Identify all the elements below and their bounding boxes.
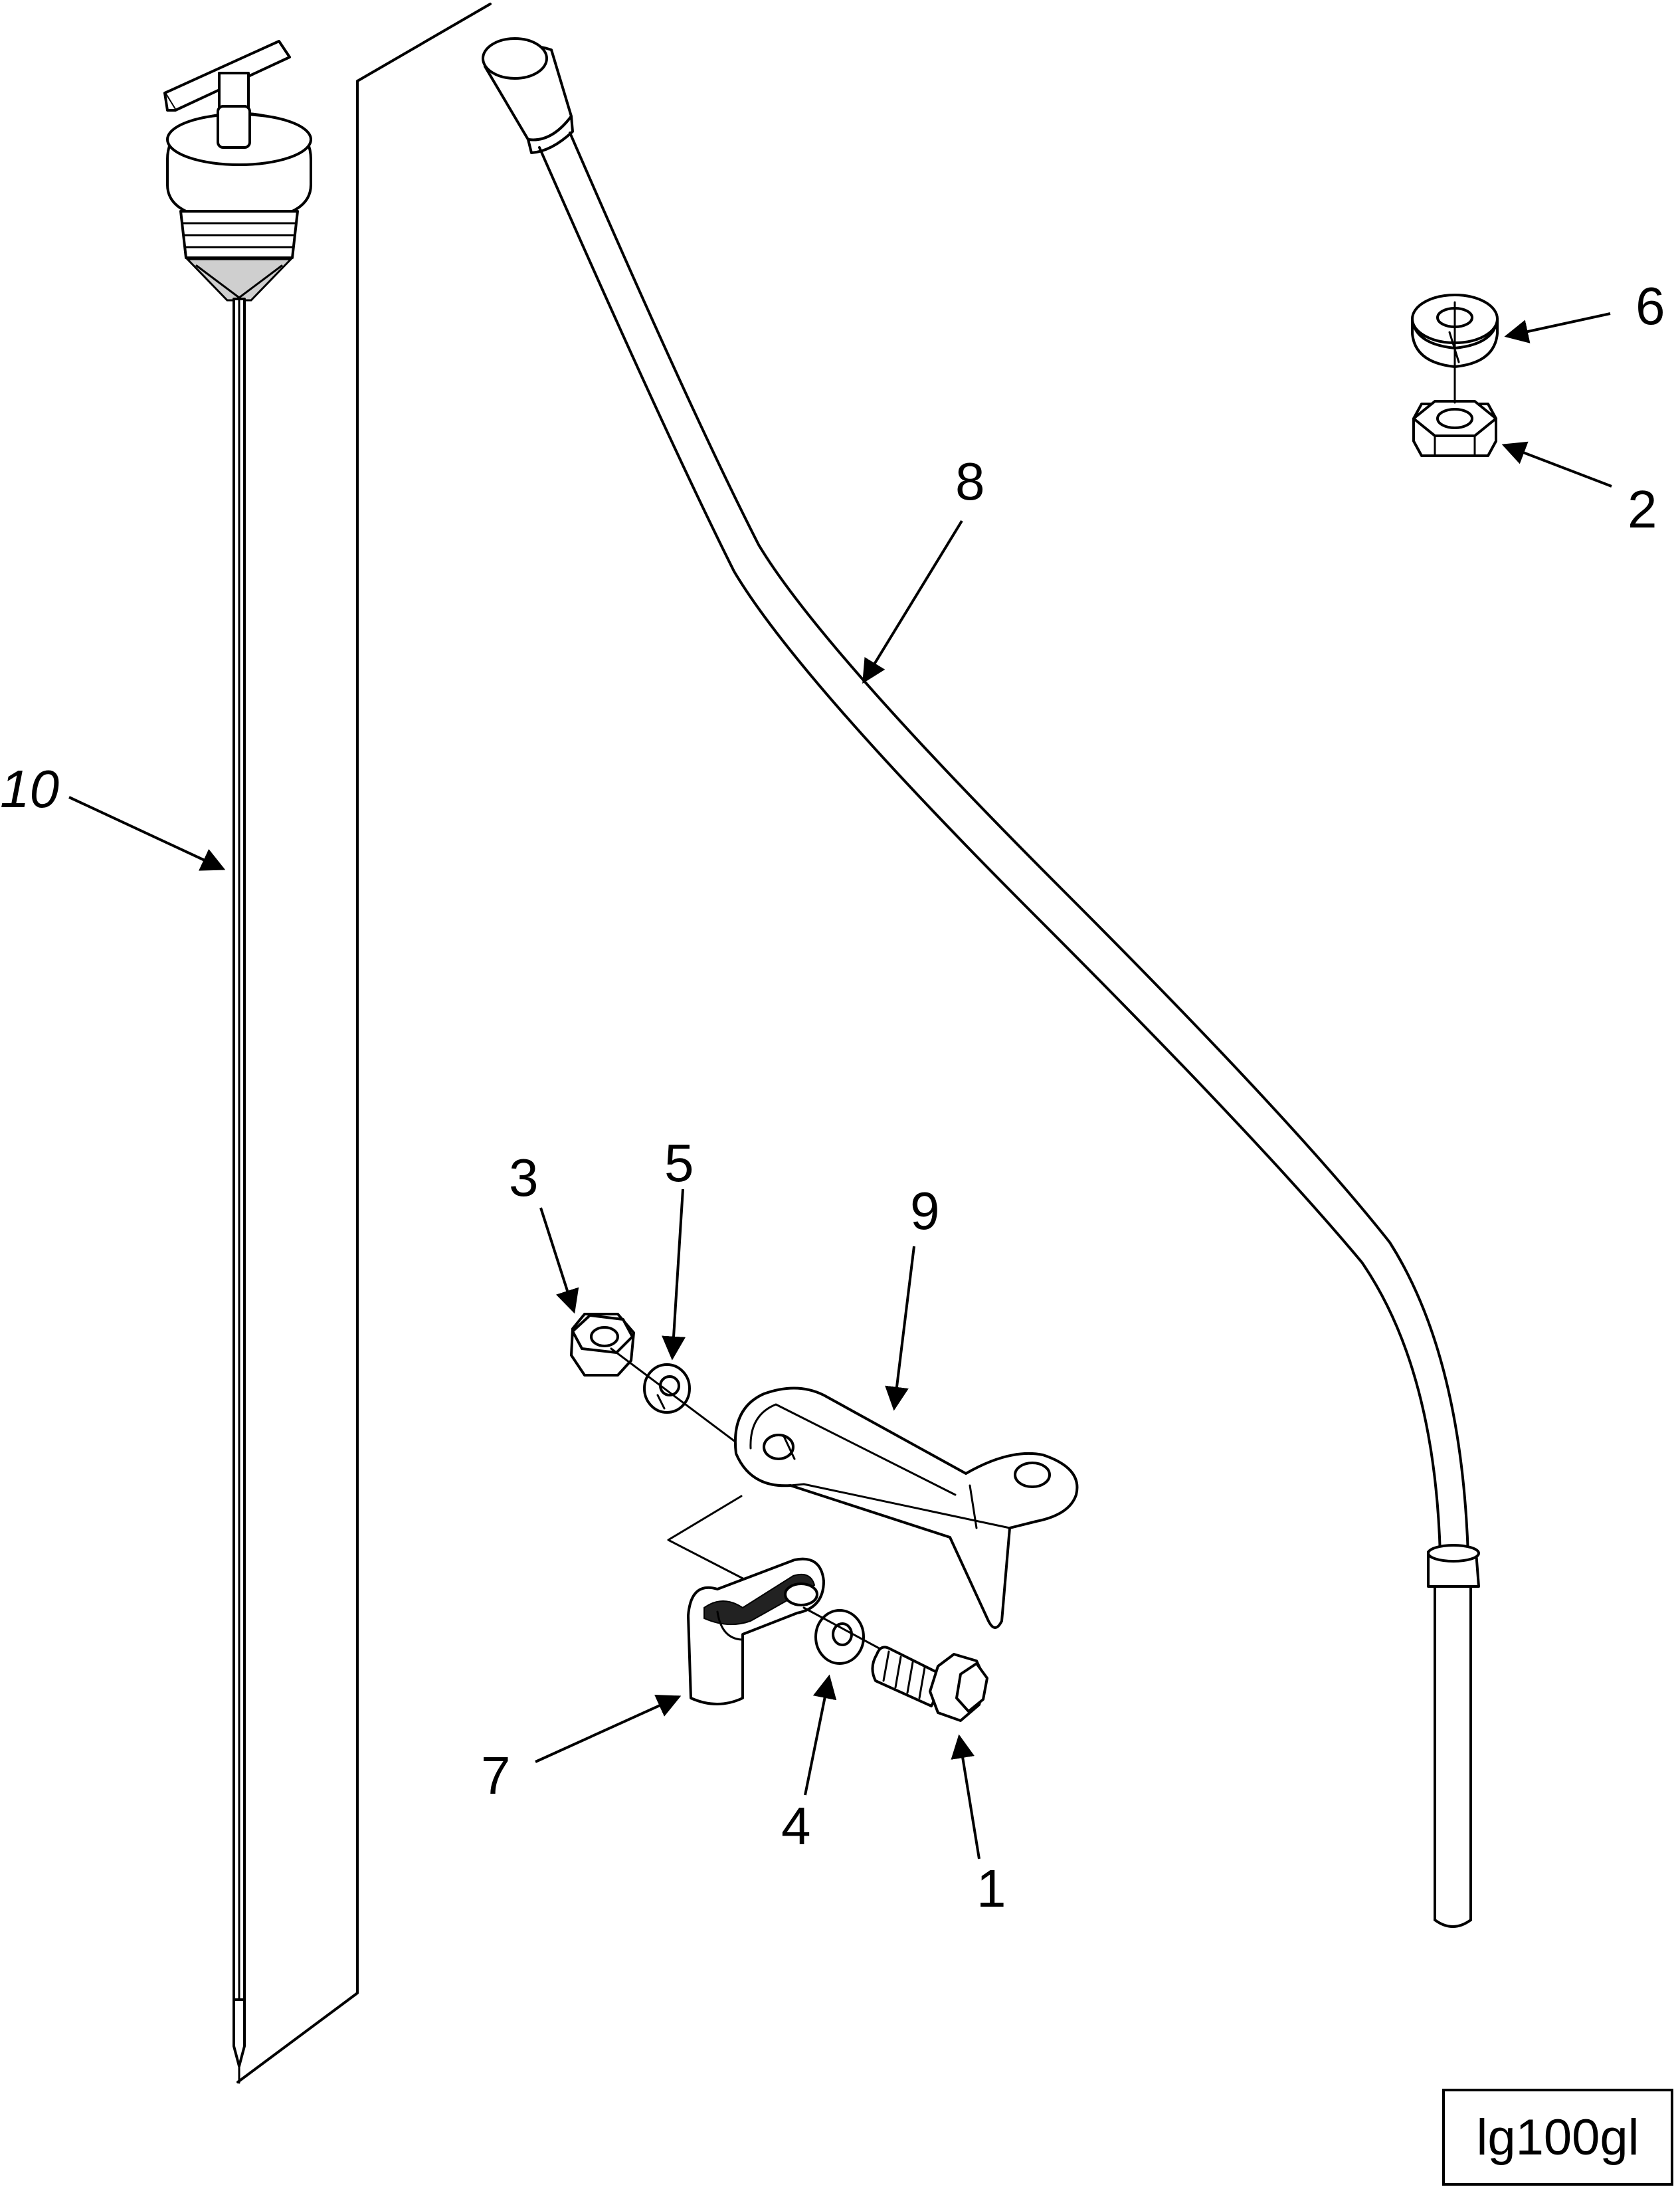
hex-bolt-part-1 bbox=[871, 1646, 988, 1722]
dipstick-part bbox=[163, 40, 312, 2084]
assembly-axis-lower bbox=[802, 1606, 891, 1656]
dipstick-tube-part bbox=[482, 37, 1480, 1928]
callout-1: 1 bbox=[977, 1859, 1006, 1918]
guide-line bbox=[667, 1495, 752, 1584]
hex-nut-part-2 bbox=[1412, 301, 1497, 457]
callout-6: 6 bbox=[1635, 276, 1665, 335]
callout-10: 10 bbox=[0, 759, 59, 818]
callout-9: 9 bbox=[910, 1181, 940, 1240]
lock-washer-part-5 bbox=[643, 1363, 691, 1414]
assembly-frame bbox=[236, 3, 492, 2083]
bracket-part-9 bbox=[734, 1386, 1079, 1629]
assembly-axis-upper bbox=[610, 1347, 745, 1450]
tube-clamp-part-7 bbox=[687, 1557, 825, 1705]
callout-3: 3 bbox=[509, 1148, 539, 1207]
callout-8: 8 bbox=[955, 452, 985, 511]
hex-nut-part-3 bbox=[570, 1313, 635, 1377]
callout-4: 4 bbox=[781, 1796, 811, 1856]
figure-reference-code: lg100gl bbox=[1442, 2089, 1673, 2186]
callout-5: 5 bbox=[664, 1133, 694, 1192]
callout-7: 7 bbox=[481, 1746, 511, 1805]
callout-2: 2 bbox=[1628, 480, 1657, 539]
callout-arrows bbox=[68, 312, 1612, 1859]
callout-labels: 10 8 6 2 3 5 9 7 4 1 bbox=[0, 276, 1665, 1918]
flat-washer-part-4 bbox=[814, 1609, 865, 1665]
